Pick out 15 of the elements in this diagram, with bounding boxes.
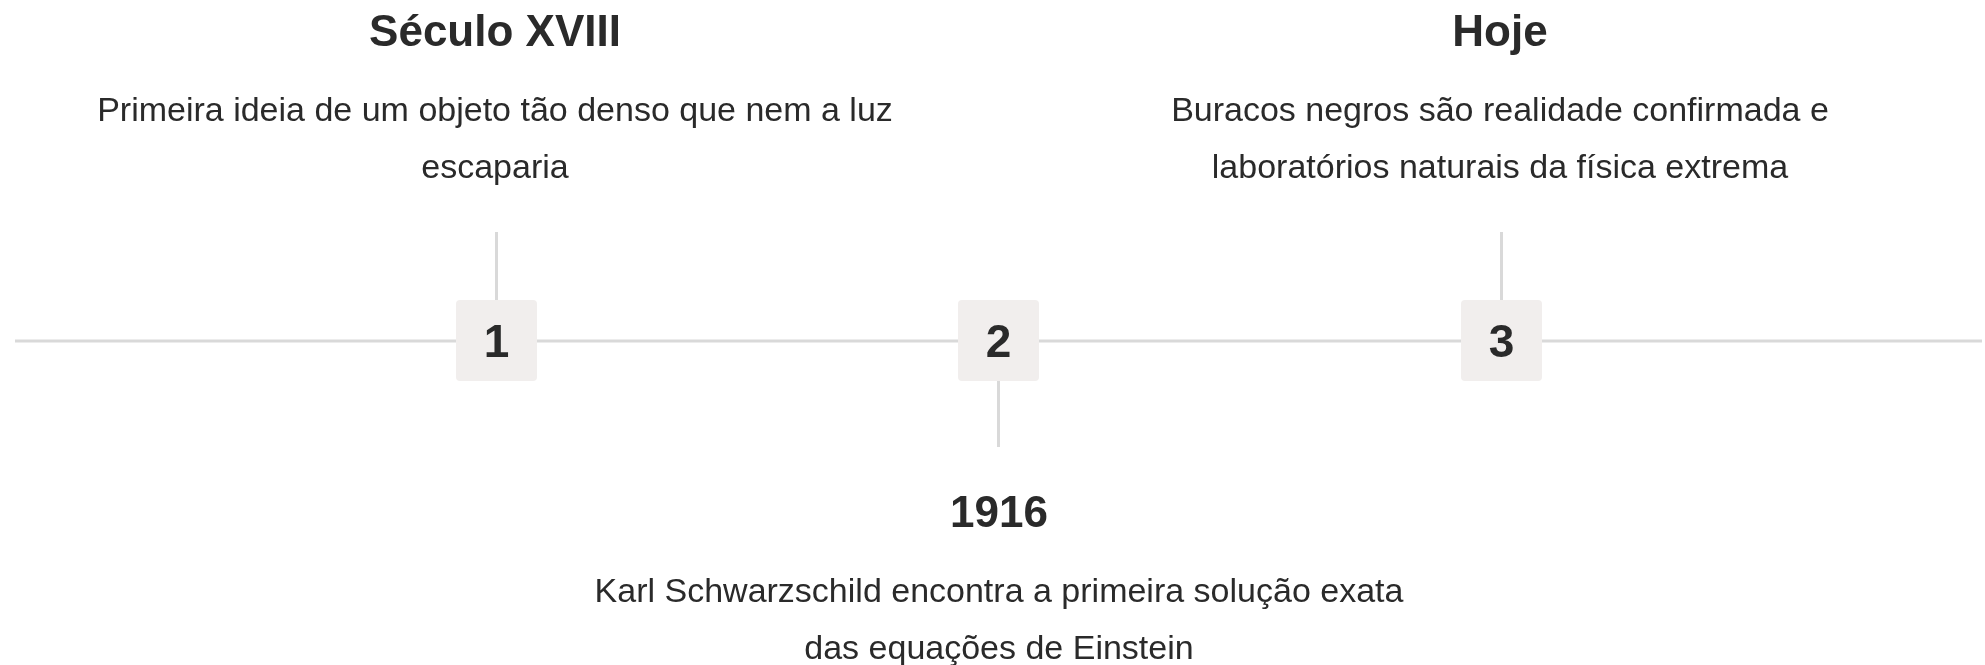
- step-number: 3: [1461, 300, 1542, 381]
- timeline-line: [1039, 339, 1461, 343]
- event-description: Buracos negros são realidade confirmada e laboratórios naturais da física extrema: [1170, 89, 1830, 187]
- connector-line: [997, 381, 1000, 447]
- timeline-line: [537, 339, 958, 343]
- connector-line: [1500, 232, 1503, 300]
- timeline-line: [1542, 339, 1982, 343]
- connector-line: [495, 232, 498, 300]
- event-title: 1916: [949, 486, 1049, 538]
- event-title: Hoje: [1451, 5, 1549, 57]
- timeline-line: [15, 339, 456, 343]
- step-number: 2: [958, 300, 1039, 381]
- event-description: Primeira ideia de um objeto tão denso que nem a luz escaparia: [96, 89, 894, 187]
- step-number: 1: [456, 300, 537, 381]
- event-title: Século XVIII: [368, 5, 622, 57]
